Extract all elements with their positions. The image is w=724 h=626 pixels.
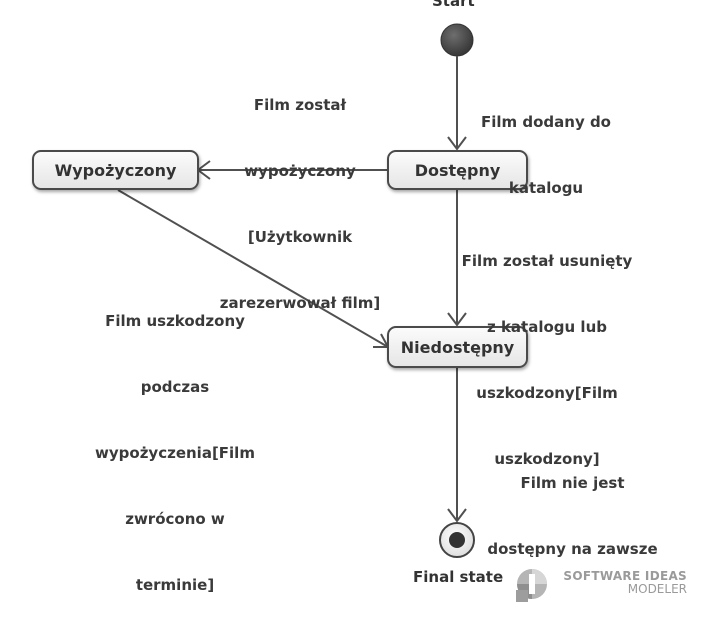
state-niedostepny[interactable]: Niedostępny xyxy=(387,326,528,368)
label-dostepny-to-niedostepny: Film został usunięty z katalogu lub uszk… xyxy=(461,252,633,468)
state-wypozyczony[interactable]: Wypożyczony xyxy=(32,150,199,190)
start-node xyxy=(440,23,474,57)
state-dostepny-label: Dostępny xyxy=(414,160,501,180)
transition-start-to-dostepny xyxy=(447,56,467,151)
label-dostepny-to-wypozyczony: Film został wypożyczony [Użytkownik zare… xyxy=(219,96,381,312)
brand-line1: SOFTWARE IDEAS xyxy=(563,569,687,583)
final-state-label: Final state xyxy=(413,568,504,586)
final-state-node xyxy=(439,522,475,558)
label-start-to-dostepny: Film dodany do katalogu xyxy=(480,113,611,197)
label-niedostepny-to-final: Film nie jest dostępny na zawsze xyxy=(487,474,658,558)
transition-niedostepny-to-final xyxy=(447,367,467,523)
label-wypozyczony-to-niedostepny: Film uszkodzony podczas wypożyczenia[Fil… xyxy=(95,312,255,594)
state-wypozyczony-label: Wypożyczony xyxy=(54,160,177,180)
brand-line2: MODELER xyxy=(627,582,687,596)
state-niedostepny-label: Niedostępny xyxy=(400,337,515,357)
transition-dostepny-to-niedostepny xyxy=(447,189,467,327)
software-ideas-logo-icon xyxy=(516,569,547,602)
start-node-label: Start xyxy=(432,0,475,10)
state-dostepny[interactable]: Dostępny xyxy=(387,150,528,190)
software-ideas-modeler-logo: SOFTWARE IDEAS MODELER xyxy=(512,566,687,606)
